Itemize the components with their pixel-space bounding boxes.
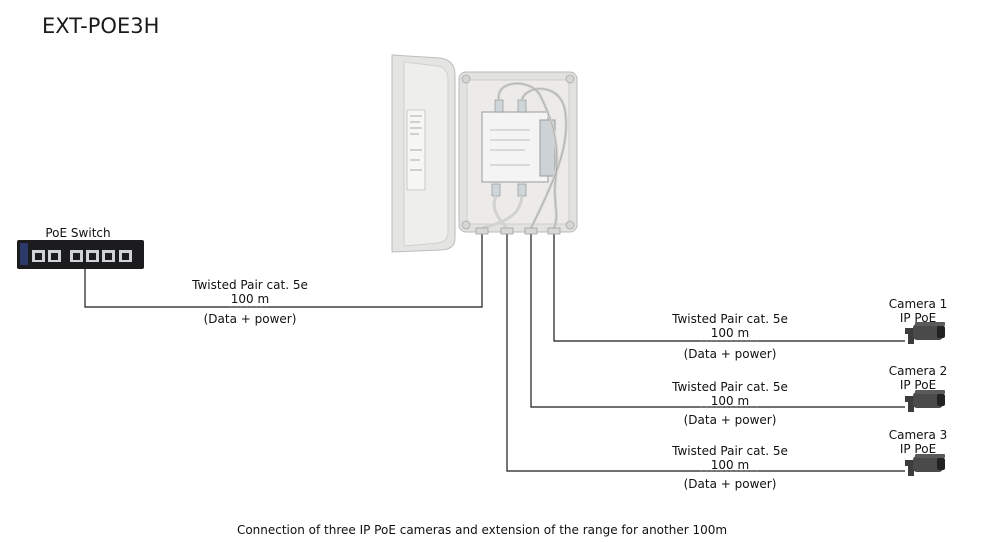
cam3-length-label: 100 m (710, 458, 750, 472)
camera-2-type: IP PoE (899, 378, 937, 392)
camera-2-icon (905, 390, 945, 412)
camera-3-icon (905, 454, 945, 476)
poe-switch-device (17, 240, 144, 269)
wire-box-to-camera-2 (530, 232, 905, 408)
enclosure-base (458, 71, 578, 235)
cam2-note-label: (Data + power) (683, 413, 777, 427)
camera-3-type: IP PoE (899, 442, 937, 456)
cam1-note-label: (Data + power) (683, 347, 777, 361)
cam3-cable-label: Twisted Pair cat. 5e (672, 444, 788, 458)
camera-1-icon (905, 322, 945, 344)
camera-2-name: Camera 2 (888, 364, 948, 378)
cam1-length-label: 100 m (710, 326, 750, 340)
diagram-caption: Connection of three IP PoE cameras and e… (236, 523, 728, 537)
cam2-cable-label: Twisted Pair cat. 5e (672, 380, 788, 394)
diagram-title: EXT-POE3H (42, 14, 160, 38)
wire-box-to-camera-3 (506, 232, 905, 472)
dash-marks (230, 306, 760, 472)
cam1-cable-label: Twisted Pair cat. 5e (672, 312, 788, 326)
main-length-label: 100 m (230, 292, 270, 306)
camera-1-type: IP PoE (899, 311, 937, 325)
camera-1-name: Camera 1 (888, 297, 948, 311)
switch-label: PoE Switch (45, 226, 111, 240)
cam2-length-label: 100 m (710, 394, 750, 408)
camera-3-name: Camera 3 (888, 428, 948, 442)
wire-switch-to-box (84, 232, 483, 308)
enclosure-lid (391, 54, 456, 253)
wire-box-to-camera-1 (553, 232, 905, 342)
main-note-label: (Data + power) (203, 312, 297, 326)
wires (84, 232, 905, 472)
cam3-note-label: (Data + power) (683, 477, 777, 491)
main-cable-label: Twisted Pair cat. 5e (192, 278, 308, 292)
